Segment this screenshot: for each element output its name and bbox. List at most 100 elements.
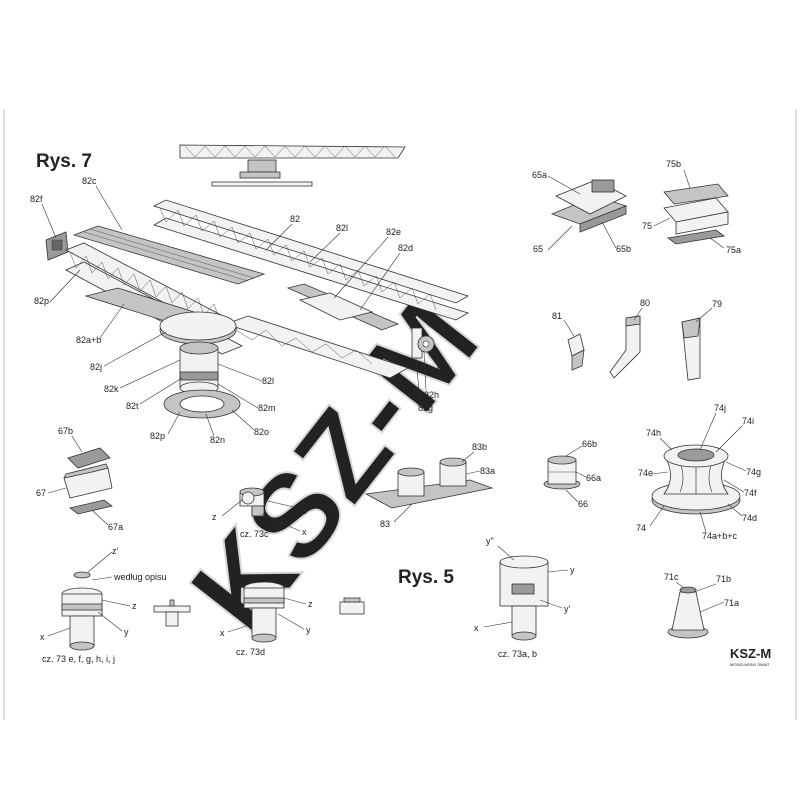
- label-82c: 82c: [82, 176, 97, 186]
- label-66b: 66b: [582, 439, 597, 449]
- crane-arm-overview: [179, 144, 406, 187]
- label-wedlug-opisu: według opisu: [113, 572, 167, 582]
- label-74g: 74g: [746, 467, 761, 477]
- label-z-73d: z: [308, 599, 313, 609]
- part-73c: [239, 487, 265, 517]
- label-79: 79: [712, 299, 722, 309]
- label-71a: 71a: [724, 598, 739, 608]
- parts-83: [364, 457, 494, 509]
- label-75b: 75b: [666, 159, 681, 169]
- label-y-73a: y: [570, 565, 575, 575]
- part-80: [609, 315, 641, 379]
- label-82l-top: 82l: [336, 223, 348, 233]
- label-x-73e: x: [40, 632, 45, 642]
- rys7-labels: 82c 82f 82 82l 82e 82d 82p 82a+b 82j 82k…: [30, 176, 449, 445]
- labels-79-81: 81 80 79: [552, 298, 722, 337]
- logo-subtitle: MODELARSKI ŚWIAT: [730, 662, 770, 667]
- part-65b-side: [579, 205, 627, 233]
- labels-65-75: 65a 65 65b 75b 75 75a: [532, 159, 741, 255]
- label-82d: 82d: [398, 243, 413, 253]
- label-71c: 71c: [664, 572, 679, 582]
- label-80: 80: [640, 298, 650, 308]
- label-75a: 75a: [726, 245, 741, 255]
- label-74j: 74j: [714, 403, 726, 413]
- label-74abc: 74a+b+c: [702, 531, 738, 541]
- label-81: 81: [552, 311, 562, 321]
- ksz-m-logo: KSZ-M MODELARSKI ŚWIAT: [730, 646, 771, 667]
- label-82i: 82i: [437, 362, 449, 372]
- labels-74: 74j 74h 74i 74e 74g 74f 74d 74 74a+b+c: [636, 403, 761, 541]
- label-65a: 65a: [532, 170, 547, 180]
- label-67: 67: [36, 488, 46, 498]
- label-82a-b: 82a+b: [76, 335, 101, 345]
- labels-71: 71c 71b 71a: [664, 572, 739, 613]
- labels-73d: z y x cz. 73d: [220, 597, 313, 657]
- label-z-73c: z: [212, 512, 217, 522]
- label-y-73c: y: [304, 504, 309, 514]
- label-82p: 82p: [150, 431, 165, 441]
- part-73d: [243, 581, 365, 643]
- label-82n: 82n: [210, 435, 225, 445]
- label-y-73e: y: [124, 627, 129, 637]
- parts-66: [543, 455, 581, 490]
- label-65b: 65b: [616, 244, 631, 254]
- labels-73efghij: z' według opisu z y x cz. 73 e, f, g, h,…: [40, 546, 167, 664]
- label-74: 74: [636, 523, 646, 533]
- part-75b-lid: [663, 183, 729, 205]
- labels-66: 66b 66a 66: [565, 439, 601, 509]
- label-82h: 82h: [424, 390, 439, 400]
- part-66b-top: [547, 455, 577, 465]
- crane-exploded-view: [45, 199, 469, 419]
- label-82g: 82g: [418, 403, 433, 413]
- label-75: 75: [642, 221, 652, 231]
- label-x-73c: x: [302, 527, 307, 537]
- part-73efghij: [61, 571, 191, 651]
- label-x-73a: x: [474, 623, 479, 633]
- labels-73ab: y" y y' x cz. 73a, b: [474, 536, 575, 659]
- caption-73d: cz. 73d: [236, 647, 265, 657]
- figure-title-rys7: Rys. 7: [36, 151, 92, 172]
- label-74f: 74f: [744, 488, 757, 498]
- label-z-73e: z: [132, 601, 137, 611]
- label-82p-left: 82p: [34, 296, 49, 306]
- label-82f: 82f: [30, 194, 43, 204]
- part-67a-plate: [69, 499, 113, 515]
- label-82j: 82j: [90, 362, 102, 372]
- part-73d-side-view: [339, 601, 365, 615]
- label-82o: 82o: [254, 427, 269, 437]
- part-67b-lid: [67, 447, 111, 469]
- part-82-truss-top: [152, 199, 469, 304]
- logo-text: KSZ-M: [730, 646, 771, 661]
- figure-title-rys5: Rys. 5: [398, 567, 454, 588]
- part-75a-plate: [667, 229, 725, 245]
- label-83a: 83a: [480, 466, 495, 476]
- label-67a: 67a: [108, 522, 123, 532]
- part-lower-boom: [224, 315, 409, 379]
- part-73-side-view: [153, 605, 191, 613]
- caption-73e: cz. 73 e, f, g, h, i, j: [42, 654, 115, 664]
- label-65: 65: [533, 244, 543, 254]
- label-82l: 82l: [262, 376, 274, 386]
- label-74d: 74d: [742, 513, 757, 523]
- label-67b: 67b: [58, 426, 73, 436]
- parts-79-81: [567, 315, 701, 381]
- labels-67: 67b 67 67a: [36, 426, 123, 532]
- caption-73c: cz. 73c: [240, 529, 269, 539]
- label-83: 83: [380, 519, 390, 529]
- label-zprime: z': [112, 546, 119, 556]
- label-74h: 74h: [646, 428, 661, 438]
- caption-73ab: cz. 73a, b: [498, 649, 537, 659]
- label-82: 82: [290, 214, 300, 224]
- label-82k: 82k: [104, 384, 119, 394]
- labels-73c: z y x cz. 73c: [212, 499, 309, 539]
- label-y2: y": [486, 536, 494, 546]
- label-66a: 66a: [586, 473, 601, 483]
- label-y-73d: y: [306, 625, 311, 635]
- part-74-capstan: [651, 444, 741, 515]
- label-82t: 82t: [126, 401, 139, 411]
- parts-67: [63, 447, 113, 515]
- label-71b: 71b: [716, 574, 731, 584]
- label-74e: 74e: [638, 468, 653, 478]
- label-82e: 82e: [386, 227, 401, 237]
